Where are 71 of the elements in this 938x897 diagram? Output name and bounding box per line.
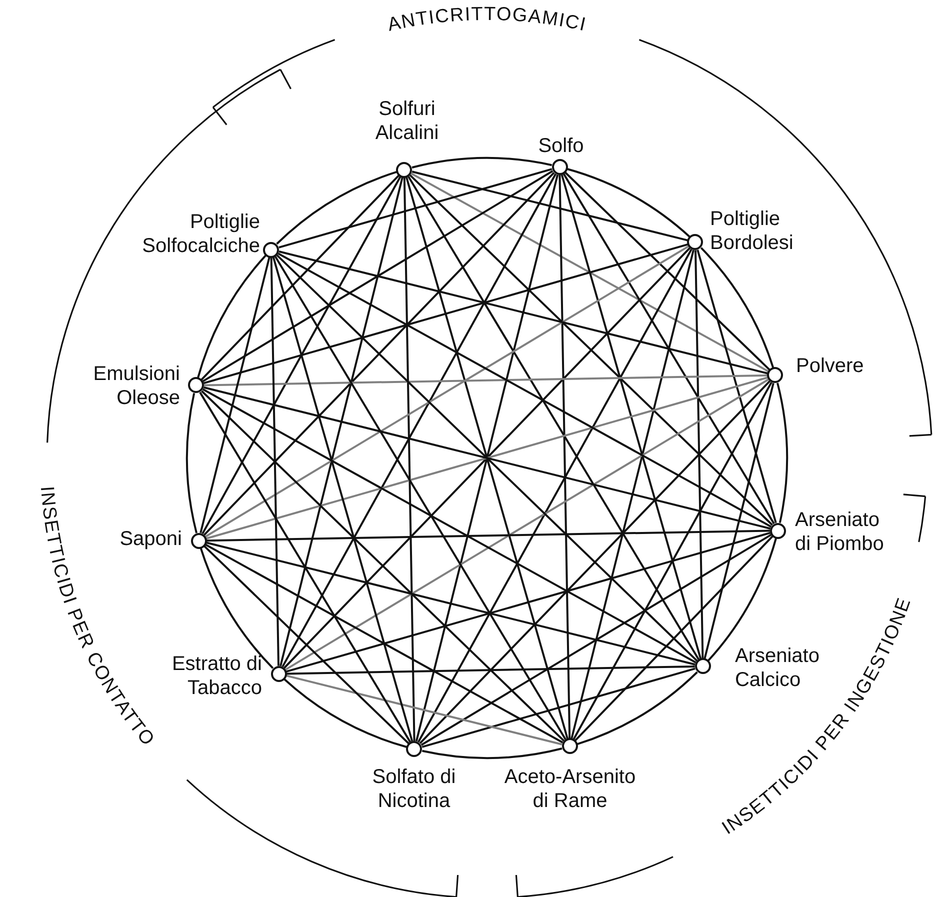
ring-arc-connector <box>708 538 777 662</box>
connector-line <box>272 257 414 742</box>
connector-line <box>422 668 696 748</box>
connector-line <box>278 250 768 374</box>
connector-line <box>200 174 400 380</box>
connector-line <box>410 172 769 372</box>
substance-label: Solfuri Alcalini <box>374 97 440 145</box>
ring-arc-connector <box>284 678 408 748</box>
ring-arc-connector <box>186 393 198 534</box>
connector-line <box>202 170 554 382</box>
substance-label: Arseniato di Piombo <box>794 508 885 556</box>
connector-line <box>204 374 768 386</box>
connector-line <box>202 176 402 534</box>
substance-label: Solfo <box>537 134 585 158</box>
connector-line <box>270 258 280 666</box>
connector-line <box>403 178 416 742</box>
connector-line <box>419 380 771 744</box>
connector-line <box>570 250 694 739</box>
ring-arc-connector <box>276 170 397 245</box>
connector-line <box>564 172 770 371</box>
connector-line <box>203 243 688 384</box>
connector-line <box>205 544 564 744</box>
connector-line <box>278 168 552 248</box>
ring-arc-connector <box>776 382 788 523</box>
connector-line <box>280 177 404 666</box>
connector-line <box>202 388 696 664</box>
connector-line <box>560 174 702 659</box>
connector-line <box>278 252 772 528</box>
substance-label: Solfato di Nicotina <box>371 764 457 813</box>
connector-line <box>286 674 562 746</box>
connector-line <box>417 248 692 743</box>
ring-arc-connector <box>577 671 698 746</box>
substance-label: Saponi <box>118 527 182 551</box>
connector-line <box>694 250 704 658</box>
ring-arc-connector <box>197 254 266 378</box>
connector-line <box>200 257 270 534</box>
connector-line <box>282 173 557 668</box>
substance-label: Arseniato Calcico <box>734 644 820 692</box>
connector-line <box>201 390 565 742</box>
substance-label: Emulsioni Oleose <box>92 362 180 410</box>
connector-line <box>204 545 410 744</box>
connector-line <box>286 666 695 675</box>
connector-line <box>274 256 566 740</box>
connector-line <box>206 542 696 666</box>
substance-label: Poltiglie Solfocalciche <box>141 210 260 258</box>
connector-line <box>704 382 774 659</box>
ring-arc-connector <box>700 247 774 368</box>
ring-arc-connector <box>200 548 274 669</box>
substance-label: Polvere <box>796 354 865 378</box>
connector-line <box>412 170 688 242</box>
ring-arc-connector <box>422 748 562 759</box>
connector-line <box>206 530 770 542</box>
connector-line <box>420 534 772 746</box>
connector-line <box>199 392 412 743</box>
connector-line <box>409 174 773 526</box>
connector-line <box>562 173 775 524</box>
group-label: ANTICRITTOGAMICI <box>386 4 588 36</box>
substance-label: Aceto-Arsenito di Rame <box>503 764 637 813</box>
connector-line <box>572 382 772 740</box>
connector-line <box>203 172 555 536</box>
ring-arc-connector <box>412 157 552 168</box>
substance-label: Estratto di Tabacco <box>170 652 262 700</box>
connector-line <box>286 532 771 673</box>
connector-line <box>284 378 770 671</box>
connector-line <box>696 250 777 524</box>
substance-label: Poltiglie Bordolesi <box>710 207 794 255</box>
connector-line <box>408 176 700 660</box>
connector-line <box>558 174 571 738</box>
connector-line <box>204 245 690 538</box>
connector-line <box>574 536 774 742</box>
ring-arc-connector <box>566 168 690 238</box>
